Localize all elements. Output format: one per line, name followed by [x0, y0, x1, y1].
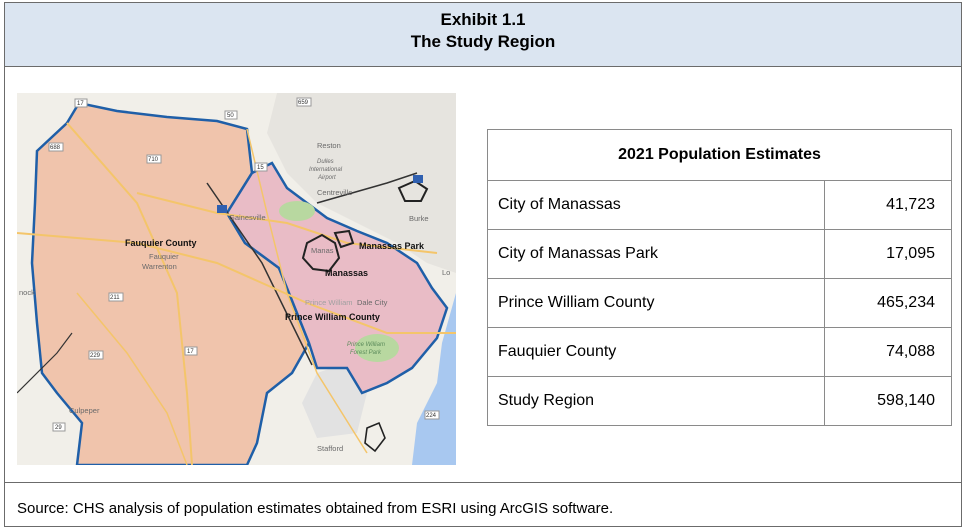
exhibit-number: Exhibit 1.1	[440, 10, 526, 29]
manassas-outline	[301, 233, 341, 273]
table-row: Study Region 598,140	[487, 376, 953, 426]
label-fauquier-county: Fauquier County	[125, 238, 197, 248]
label-prince-william-county: Prince William County	[285, 312, 380, 322]
exhibit-title: The Study Region	[410, 32, 556, 51]
label-airport: Airport	[317, 175, 336, 181]
label-stafford: Stafford	[317, 444, 343, 453]
route-224: 224	[426, 413, 437, 419]
route-29: 29	[55, 425, 62, 431]
route-17-mid: 17	[187, 349, 194, 355]
exhibit-header: Exhibit 1.1 The Study Region	[5, 3, 961, 67]
label-warrenton: Warrenton	[142, 262, 177, 271]
label-manassas: Manassas	[325, 268, 368, 278]
route-15: 15	[257, 165, 264, 171]
route-229: 229	[90, 353, 101, 359]
label-gainesville: Gainesville	[229, 213, 266, 222]
row-name: Study Region	[487, 376, 825, 426]
prince-william-county-shape	[225, 161, 449, 395]
row-name: City of Manassas Park	[487, 229, 825, 279]
label-culpeper: Culpeper	[69, 406, 100, 415]
table-row: Fauquier County 74,088	[487, 327, 953, 377]
label-dale-city: Dale City	[357, 298, 388, 307]
row-value: 465,234	[823, 278, 953, 328]
label-dulles: Dulles	[317, 159, 334, 165]
route-50: 50	[227, 113, 234, 119]
label-international: International	[309, 167, 343, 173]
label-reston: Reston	[317, 141, 341, 150]
label-manassas-park: Manassas Park	[359, 241, 425, 251]
row-name: Prince William County	[487, 278, 825, 328]
row-name: Fauquier County	[487, 327, 825, 377]
row-value: 17,095	[823, 229, 953, 279]
table-header-row: 2021 Population Estimates	[487, 129, 952, 181]
row-value: 41,723	[823, 180, 953, 230]
table-row: City of Manassas 41,723	[487, 180, 953, 230]
row-name: City of Manassas	[487, 180, 825, 230]
exhibit-body: 17 50 659 688 710 15 211 17 229 29 224 R	[5, 67, 961, 483]
label-lo: Lo	[442, 268, 450, 277]
table-row: Prince William County 465,234	[487, 278, 953, 328]
label-manassas-faint: Manas	[311, 246, 334, 255]
route-659: 659	[298, 100, 309, 106]
route-17-top: 17	[77, 101, 84, 107]
source-note: Source: CHS analysis of population estim…	[17, 500, 614, 517]
exhibit: Exhibit 1.1 The Study Region	[4, 2, 962, 527]
row-value: 598,140	[823, 376, 953, 426]
row-value: 74,088	[823, 327, 953, 377]
label-forest-park: Forest Park	[350, 350, 382, 356]
route-710: 710	[148, 157, 159, 163]
label-pw-forest: Prince William	[347, 342, 385, 348]
label-centreville: Centreville	[317, 188, 352, 197]
population-table: 2021 Population Estimates City of Manass…	[487, 129, 953, 426]
fauquier-county-shape	[30, 101, 311, 465]
study-region-map: 17 50 659 688 710 15 211 17 229 29 224 R	[17, 93, 456, 465]
label-nock: nock	[19, 288, 35, 297]
table-row: City of Manassas Park 17,095	[487, 229, 953, 279]
label-burke: Burke	[409, 214, 429, 223]
table-heading: 2021 Population Estimates	[487, 129, 952, 181]
route-688: 688	[50, 145, 61, 151]
label-prince-william-faint: Prince William	[305, 298, 353, 307]
label-fauquier: Fauquier	[149, 252, 179, 261]
route-211: 211	[110, 295, 120, 301]
